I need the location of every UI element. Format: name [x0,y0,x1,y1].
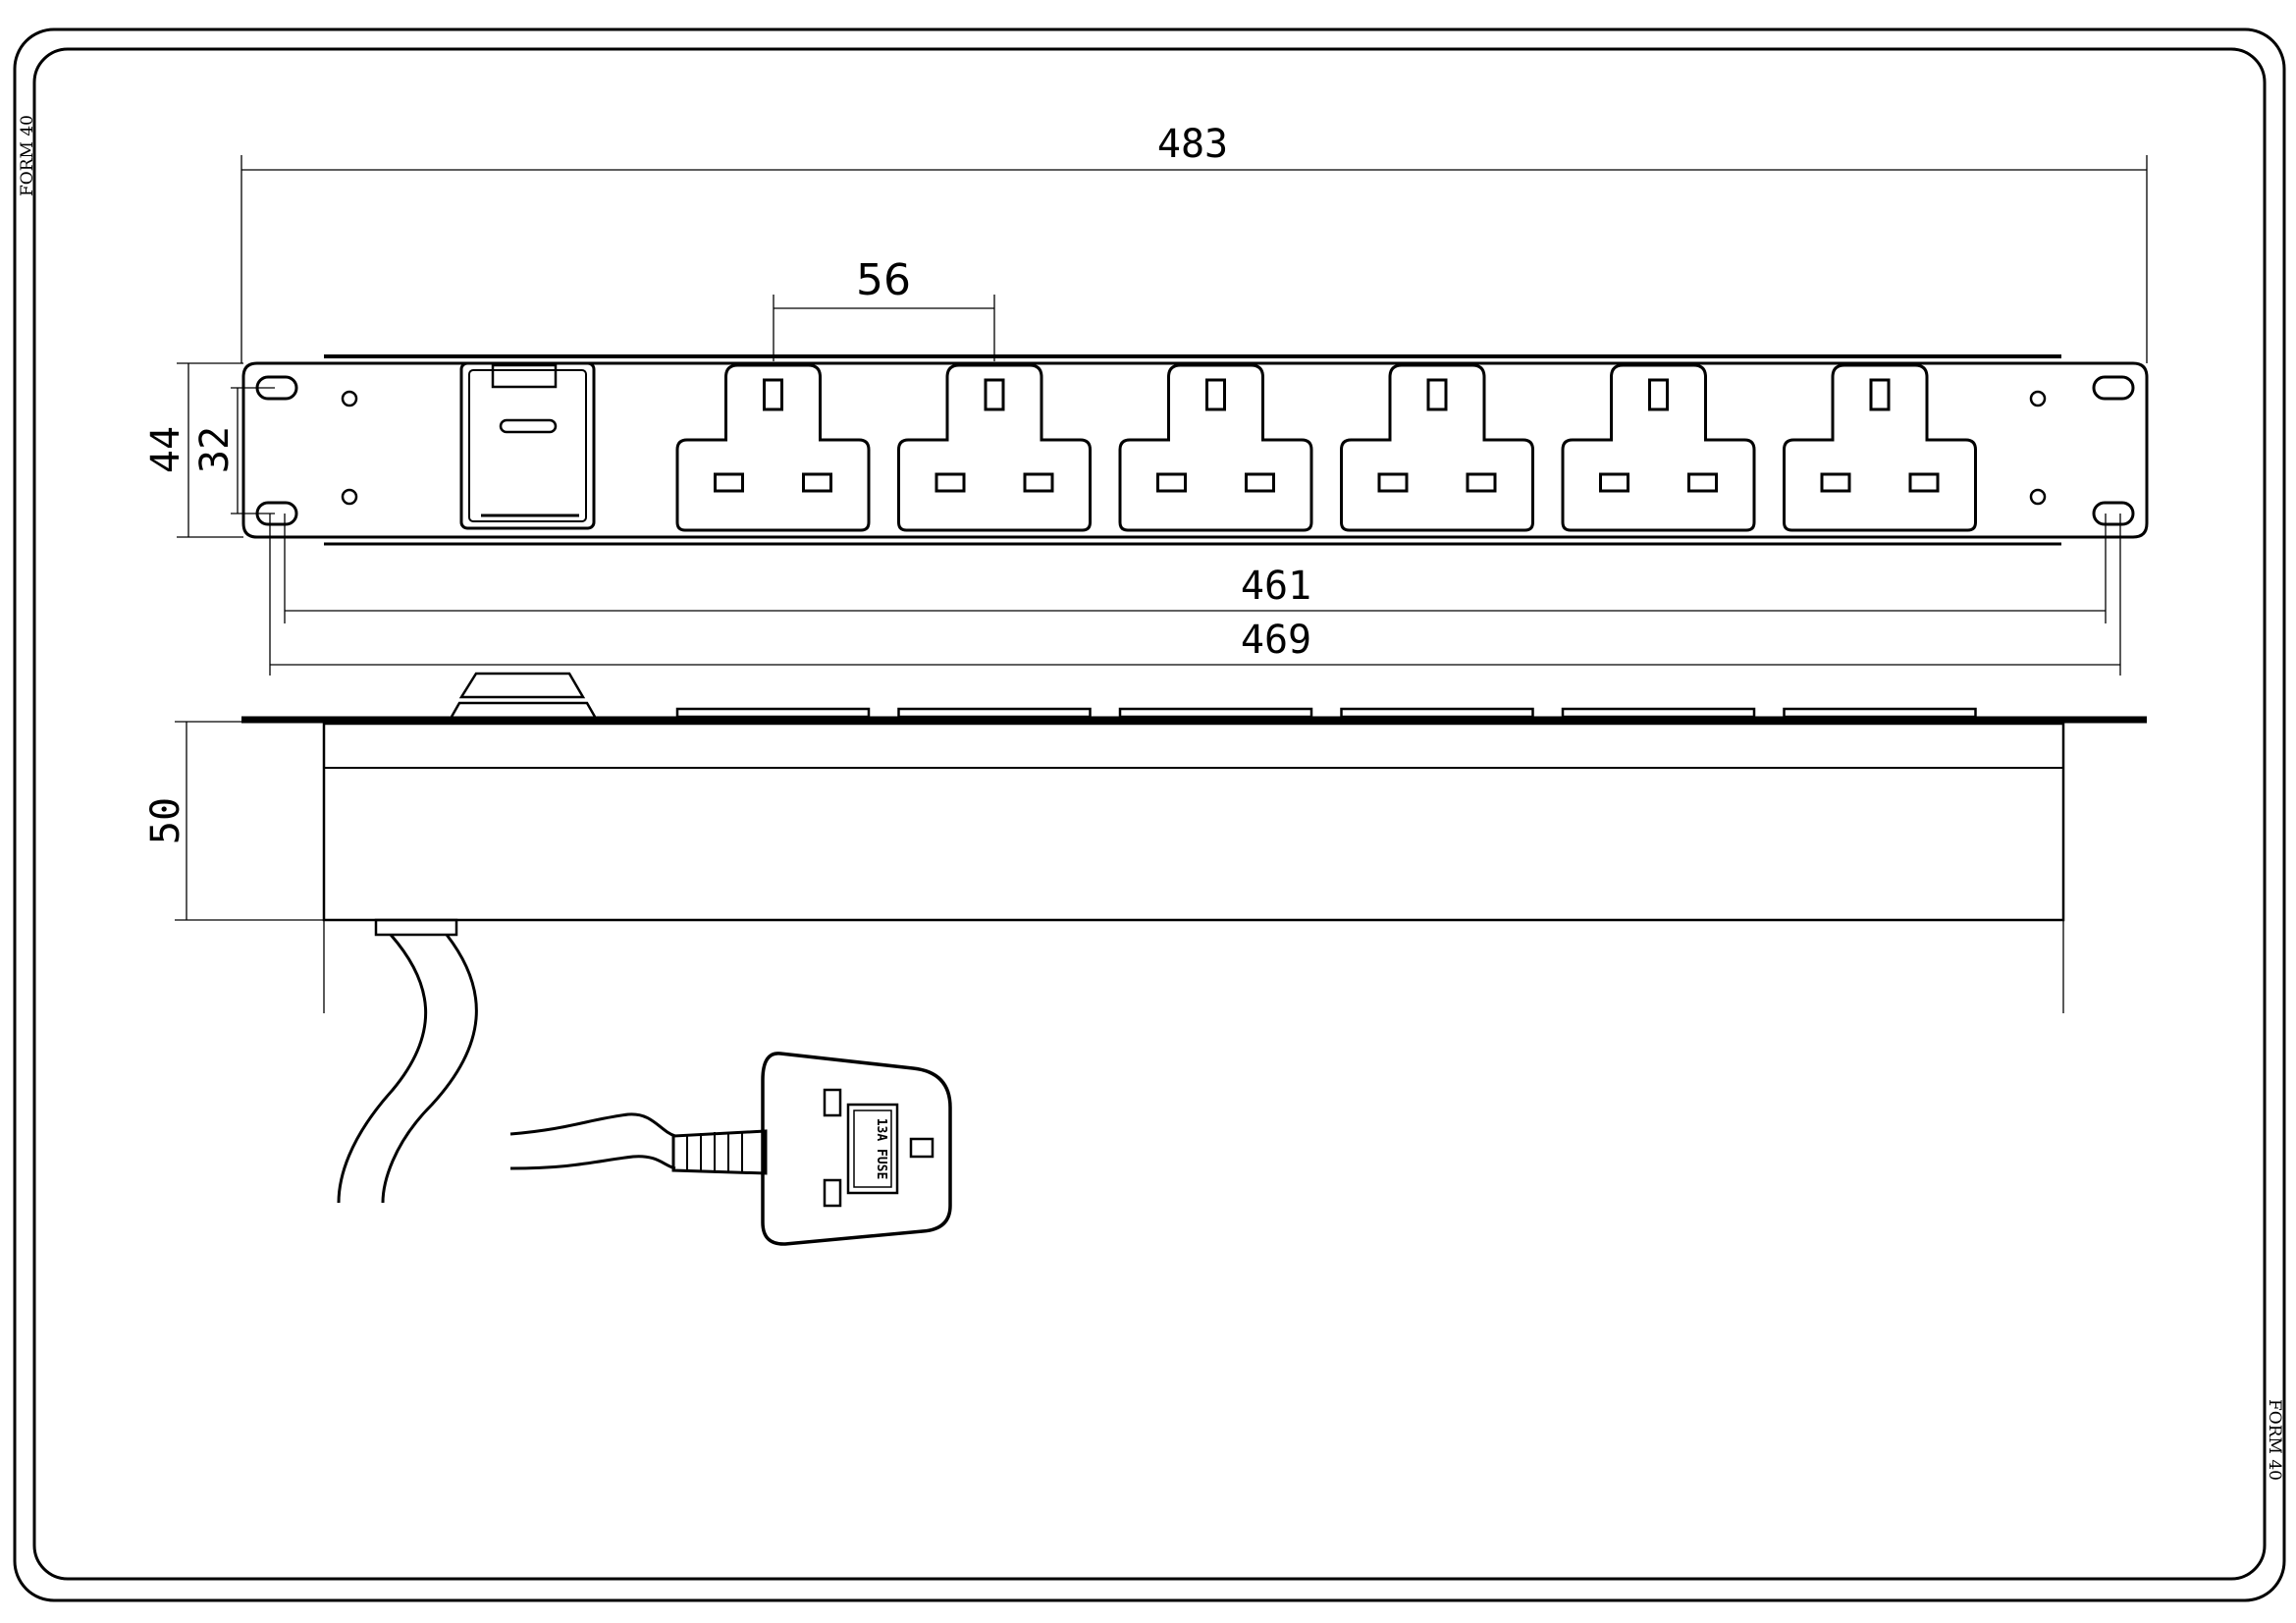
top-view [241,672,2147,1013]
sheet-border [13,27,2286,1602]
socket-top-profile [897,707,1092,719]
socket-top-profile [1340,707,1534,719]
uk-socket [1340,363,1534,532]
socket-row [675,363,1977,532]
front-view [241,354,2149,546]
neutral-slot [1820,472,1851,493]
uk-socket [1783,363,1977,532]
dim-height-inner: 32 [192,426,238,473]
uk-socket [675,363,871,532]
socket-top-profiles [675,707,1977,719]
earth-slot [763,378,783,411]
neutral-slot [1377,472,1409,493]
live-slot [1023,472,1054,493]
socket-top-profile [1561,707,1756,719]
form-label-right: FORM 40 [2265,1399,2284,1481]
socket-top-profile [1783,707,1977,719]
earth-slot [1426,378,1448,411]
live-slot [1466,472,1497,493]
form-label-left: FORM 40 [18,115,37,196]
power-cable [337,934,676,1204]
neutral-slot [1599,472,1629,493]
earth-slot [984,378,1005,411]
dim-overall-width: 483 [1157,122,1228,167]
earth-slot [1648,378,1669,411]
uk-socket [1118,363,1313,532]
dim-mounting-inner: 461 [1241,564,1311,609]
dim-socket-pitch: 56 [856,255,911,305]
live-slot [1687,472,1718,493]
neutral-slot [714,472,744,493]
neutral-slot [934,472,966,493]
earth-slot [1869,378,1891,411]
live-slot [802,472,832,493]
dimension-lines [175,155,2148,921]
socket-top-profile [675,707,871,719]
dim-height-outer: 44 [143,426,188,473]
socket-top-profile [1118,707,1313,719]
dim-depth: 50 [143,797,188,844]
uk-plug: 13A FUSE [671,1052,952,1246]
neutral-slot [1156,472,1187,493]
live-slot [1908,472,1940,493]
fuse-label: 13A FUSE [874,1118,888,1180]
earth-slot [1205,378,1226,411]
dim-mounting-outer: 469 [1241,618,1311,663]
uk-socket [1561,363,1756,532]
mounting-slots [255,375,2135,526]
uk-socket [897,363,1092,532]
power-switch [459,361,596,530]
screw-holes [341,390,2047,506]
live-slot [1245,472,1275,493]
